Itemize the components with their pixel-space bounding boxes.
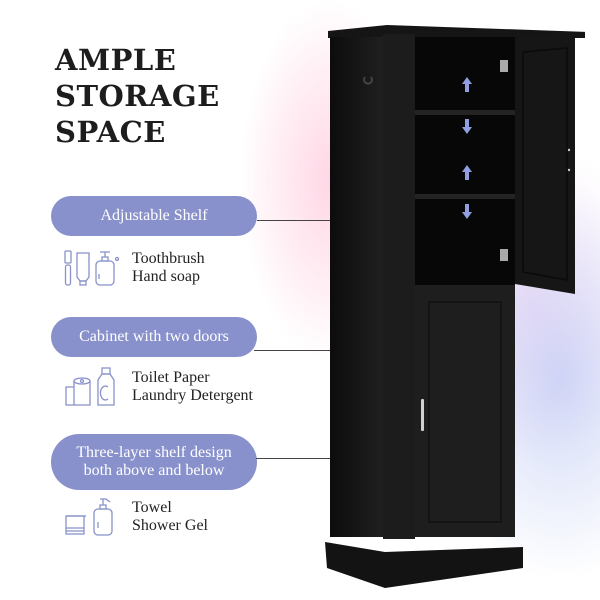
- arrow-down-icon: [462, 119, 472, 134]
- cabinet-base: [325, 542, 523, 588]
- toothbrush-icon: [64, 250, 72, 286]
- feature-item-labels: Toilet Paper Laundry Detergent: [132, 369, 253, 405]
- feature-item: Toilet Paper: [132, 369, 210, 386]
- upper-compartment: [415, 37, 515, 285]
- toilet-paper-icon: [65, 377, 91, 406]
- feature-pill-label: both above and below: [83, 462, 225, 479]
- feature-item: Towel: [132, 499, 172, 516]
- feature-items-1: Toothbrush Hand soap: [64, 250, 205, 286]
- adjustable-shelf: [415, 110, 515, 115]
- feature-pill-three-layer-shelf: Three-layer shelf design both above and …: [51, 434, 257, 490]
- arrow-down-icon: [462, 204, 472, 219]
- door-handle[interactable]: [421, 399, 424, 431]
- hinge: [500, 249, 508, 261]
- detergent-bottle-icon: [97, 367, 115, 406]
- toothpaste-tube-icon: [76, 252, 90, 286]
- shower-gel-bottle-icon: [93, 498, 113, 536]
- lower-door-panel: [428, 301, 502, 523]
- hinge: [500, 60, 508, 72]
- feature-item: Shower Gel: [132, 517, 208, 534]
- feature-item: Hand soap: [132, 268, 200, 285]
- adjust-arrows: [462, 77, 472, 219]
- feature-icons: [64, 250, 128, 286]
- hook-icon: [363, 76, 373, 85]
- feature-pill-label: Cabinet with two doors: [79, 328, 229, 345]
- feature-item: Toothbrush: [132, 250, 205, 267]
- feature-pill-label: Three-layer shelf design: [76, 444, 232, 461]
- arrow-up-icon: [462, 165, 472, 180]
- lower-cabinet: [415, 285, 515, 537]
- feature-items-3: Towel Shower Gel: [64, 498, 208, 536]
- feature-icons: [64, 367, 128, 407]
- adjustable-shelf: [415, 194, 515, 199]
- soap-dispenser-icon: [95, 251, 120, 286]
- feature-pill-label: Adjustable Shelf: [100, 207, 208, 224]
- connector-line: [254, 350, 390, 351]
- headline-line-1: AMPLE: [55, 43, 177, 77]
- feature-item-labels: Towel Shower Gel: [132, 499, 208, 535]
- feature-pill-adjustable-shelf: Adjustable Shelf: [51, 196, 257, 236]
- feature-icons: [64, 498, 128, 536]
- feature-items-2: Toilet Paper Laundry Detergent: [64, 367, 253, 407]
- connector-line: [257, 220, 390, 221]
- upper-door-open: [515, 32, 575, 294]
- cabinet-front-stile: [383, 34, 415, 539]
- feature-item: Laundry Detergent: [132, 387, 253, 404]
- cabinet-side: [330, 37, 385, 537]
- headline: AMPLE STORAGE SPACE: [55, 42, 220, 150]
- feature-item-labels: Toothbrush Hand soap: [132, 250, 205, 286]
- cabinet-illustration: [325, 25, 585, 588]
- arrow-up-icon: [462, 77, 472, 92]
- connector-line: [256, 458, 390, 459]
- towel-icon: [65, 515, 86, 535]
- headline-line-2: STORAGE: [55, 79, 220, 113]
- headline-line-3: SPACE: [55, 115, 166, 149]
- feature-pill-cabinet-two-doors: Cabinet with two doors: [51, 317, 257, 357]
